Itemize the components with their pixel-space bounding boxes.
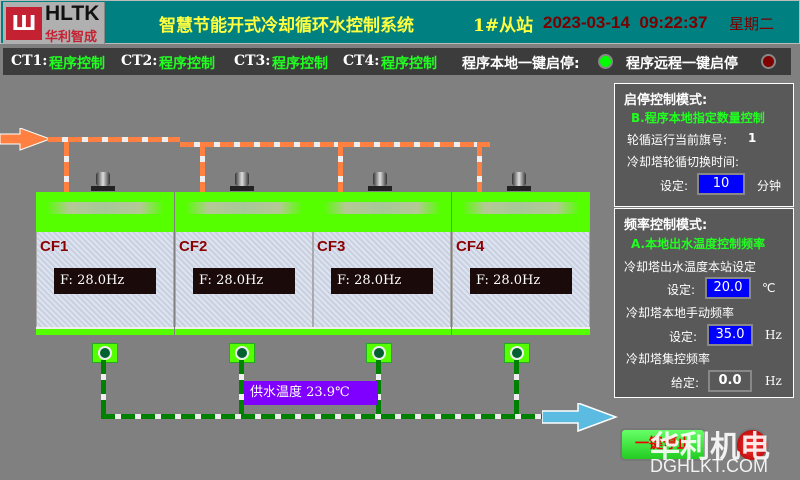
switch-time-unit: 分钟 (757, 179, 782, 193)
cooling-tower-cf1[interactable]: CF1 F: 28.0Hz (36, 172, 174, 340)
tower-base (36, 327, 174, 335)
fan-blade-icon (46, 202, 164, 214)
hot-water-pipe (338, 142, 343, 197)
tower-base (452, 327, 590, 335)
remote-start-indicator-icon[interactable] (761, 54, 776, 69)
fan-blade-icon (185, 202, 303, 214)
emergency-stop-button[interactable] (735, 428, 769, 462)
watermark-cn: 华利机电 (650, 430, 770, 465)
ct3-label: CT3: (234, 53, 271, 69)
header-bar: Ш HLTK 华利智成 智慧节能开式冷却循环水控制系统 1#从站 2023-03… (0, 0, 800, 45)
start-stop-title: 启停控制模式: (624, 93, 708, 108)
ct4-label: CT4: (343, 53, 380, 69)
supply-water-pipe (514, 360, 519, 418)
pump-1-icon[interactable] (92, 343, 118, 363)
ct2-status: 程序控制 (159, 56, 215, 72)
supply-temperature: 供水温度 23.9℃ (244, 381, 378, 405)
tower-name: CF4 (456, 238, 485, 255)
logo-brand-cn: 华利智成 (45, 30, 98, 45)
tower-name: CF3 (317, 238, 346, 255)
tower-frequency: F: 28.0Hz (54, 268, 156, 294)
pump-3-icon[interactable] (366, 343, 392, 363)
fan-motor-icon (235, 172, 249, 186)
tower-frequency: F: 28.0Hz (470, 268, 572, 294)
hot-water-pipe (180, 142, 490, 147)
temp-unit: ℃ (762, 281, 776, 295)
temp-set-input[interactable]: 20.0 (705, 277, 751, 299)
fan-motor-icon (96, 172, 110, 186)
central-freq-given-label: 给定: (671, 376, 700, 390)
logo-mark-icon: Ш (6, 7, 42, 40)
central-freq-unit: Hz (765, 374, 782, 388)
tower-frequency: F: 28.0Hz (193, 268, 295, 294)
status-bar: CT1: 程序控制 CT2: 程序控制 CT3: 程序控制 CT4: 程序控制 … (3, 48, 791, 75)
temp-set-label-2: 设定: (667, 283, 696, 297)
supply-water-pipe (101, 360, 106, 418)
switch-time-set-label: 设定: (660, 179, 689, 193)
watermark-url: DGHLKT.COM (650, 456, 769, 476)
fan-motor-icon (512, 172, 526, 186)
switch-time-label: 冷却塔轮循切换时间: (627, 155, 740, 169)
supply-water-pipe (376, 360, 381, 418)
pump-4-icon[interactable] (504, 343, 530, 363)
manual-freq-input[interactable]: 35.0 (707, 324, 753, 346)
central-freq-value: 0.0 (708, 370, 752, 392)
cooling-tower-cf3[interactable]: CF3 F: 28.0Hz (313, 172, 451, 340)
ct1-status: 程序控制 (49, 56, 105, 72)
manual-freq-label: 冷却塔本地手动频率 (626, 306, 735, 320)
fan-motor-icon (373, 172, 387, 186)
start-stop-panel: 启停控制模式: B.程序本地指定数量控制 轮循运行当前旗号: 1 冷却塔轮循切换… (614, 83, 794, 207)
pump-2-icon[interactable] (229, 343, 255, 363)
temp-set-label: 冷却塔出水温度本站设定 (624, 260, 757, 274)
tower-name: CF2 (179, 238, 208, 255)
fan-blade-icon (462, 202, 580, 214)
hot-water-pipe (200, 142, 205, 197)
start-stop-mode: B.程序本地指定数量控制 (631, 111, 765, 125)
ct3-status: 程序控制 (272, 56, 328, 72)
hot-water-pipe (48, 137, 180, 142)
logo-brand: HLTK (45, 2, 100, 25)
hot-water-pipe (64, 142, 69, 197)
manual-freq-unit: Hz (765, 328, 782, 342)
supply-water-pipe (239, 360, 244, 418)
cooling-tower-cf2[interactable]: CF2 F: 28.0Hz (175, 172, 313, 340)
cooling-tower-cf4[interactable]: CF4 F: 28.0Hz (452, 172, 590, 340)
central-freq-label: 冷却塔集控频率 (626, 352, 711, 366)
hot-water-pipe (477, 142, 482, 197)
station-label: 1#从站 (473, 16, 534, 36)
outlet-arrow-icon (541, 401, 619, 437)
rotation-label: 轮循运行当前旗号: (627, 133, 728, 147)
motor-base (368, 186, 392, 191)
remote-start-label: 程序远程一键启停 (626, 56, 738, 72)
tower-base (313, 327, 451, 335)
motor-base (507, 186, 531, 191)
page-title: 智慧节能开式冷却循环水控制系统 (159, 16, 414, 36)
ct2-label: CT2: (121, 53, 158, 69)
fan-blade-icon (323, 202, 441, 214)
manual-freq-set-label: 设定: (669, 330, 698, 344)
switch-time-input[interactable]: 10 (697, 173, 745, 195)
local-start-indicator-icon[interactable] (598, 54, 613, 69)
weekday: 星期二 (729, 15, 775, 33)
freq-title: 频率控制模式: (624, 218, 708, 233)
tower-name: CF1 (40, 238, 69, 255)
datetime: 2023-03-14 09:22:37 (543, 13, 708, 32)
ct4-status: 程序控制 (381, 56, 437, 72)
ct1-label: CT1: (11, 53, 48, 69)
tower-base (175, 327, 313, 335)
supply-water-pipe (101, 414, 543, 419)
freq-mode: A.本地出水温度控制频率 (631, 237, 766, 251)
motor-base (230, 186, 254, 191)
motor-base (91, 186, 115, 191)
logo: Ш HLTK 华利智成 (3, 2, 105, 45)
local-start-label: 程序本地一键启停: (462, 56, 580, 72)
frequency-panel: 频率控制模式: A.本地出水温度控制频率 冷却塔出水温度本站设定 设定: 20.… (614, 208, 794, 398)
rotation-value: 1 (748, 131, 757, 145)
tower-frequency: F: 28.0Hz (331, 268, 433, 294)
stop-all-button[interactable]: 一键停止 (620, 428, 706, 461)
